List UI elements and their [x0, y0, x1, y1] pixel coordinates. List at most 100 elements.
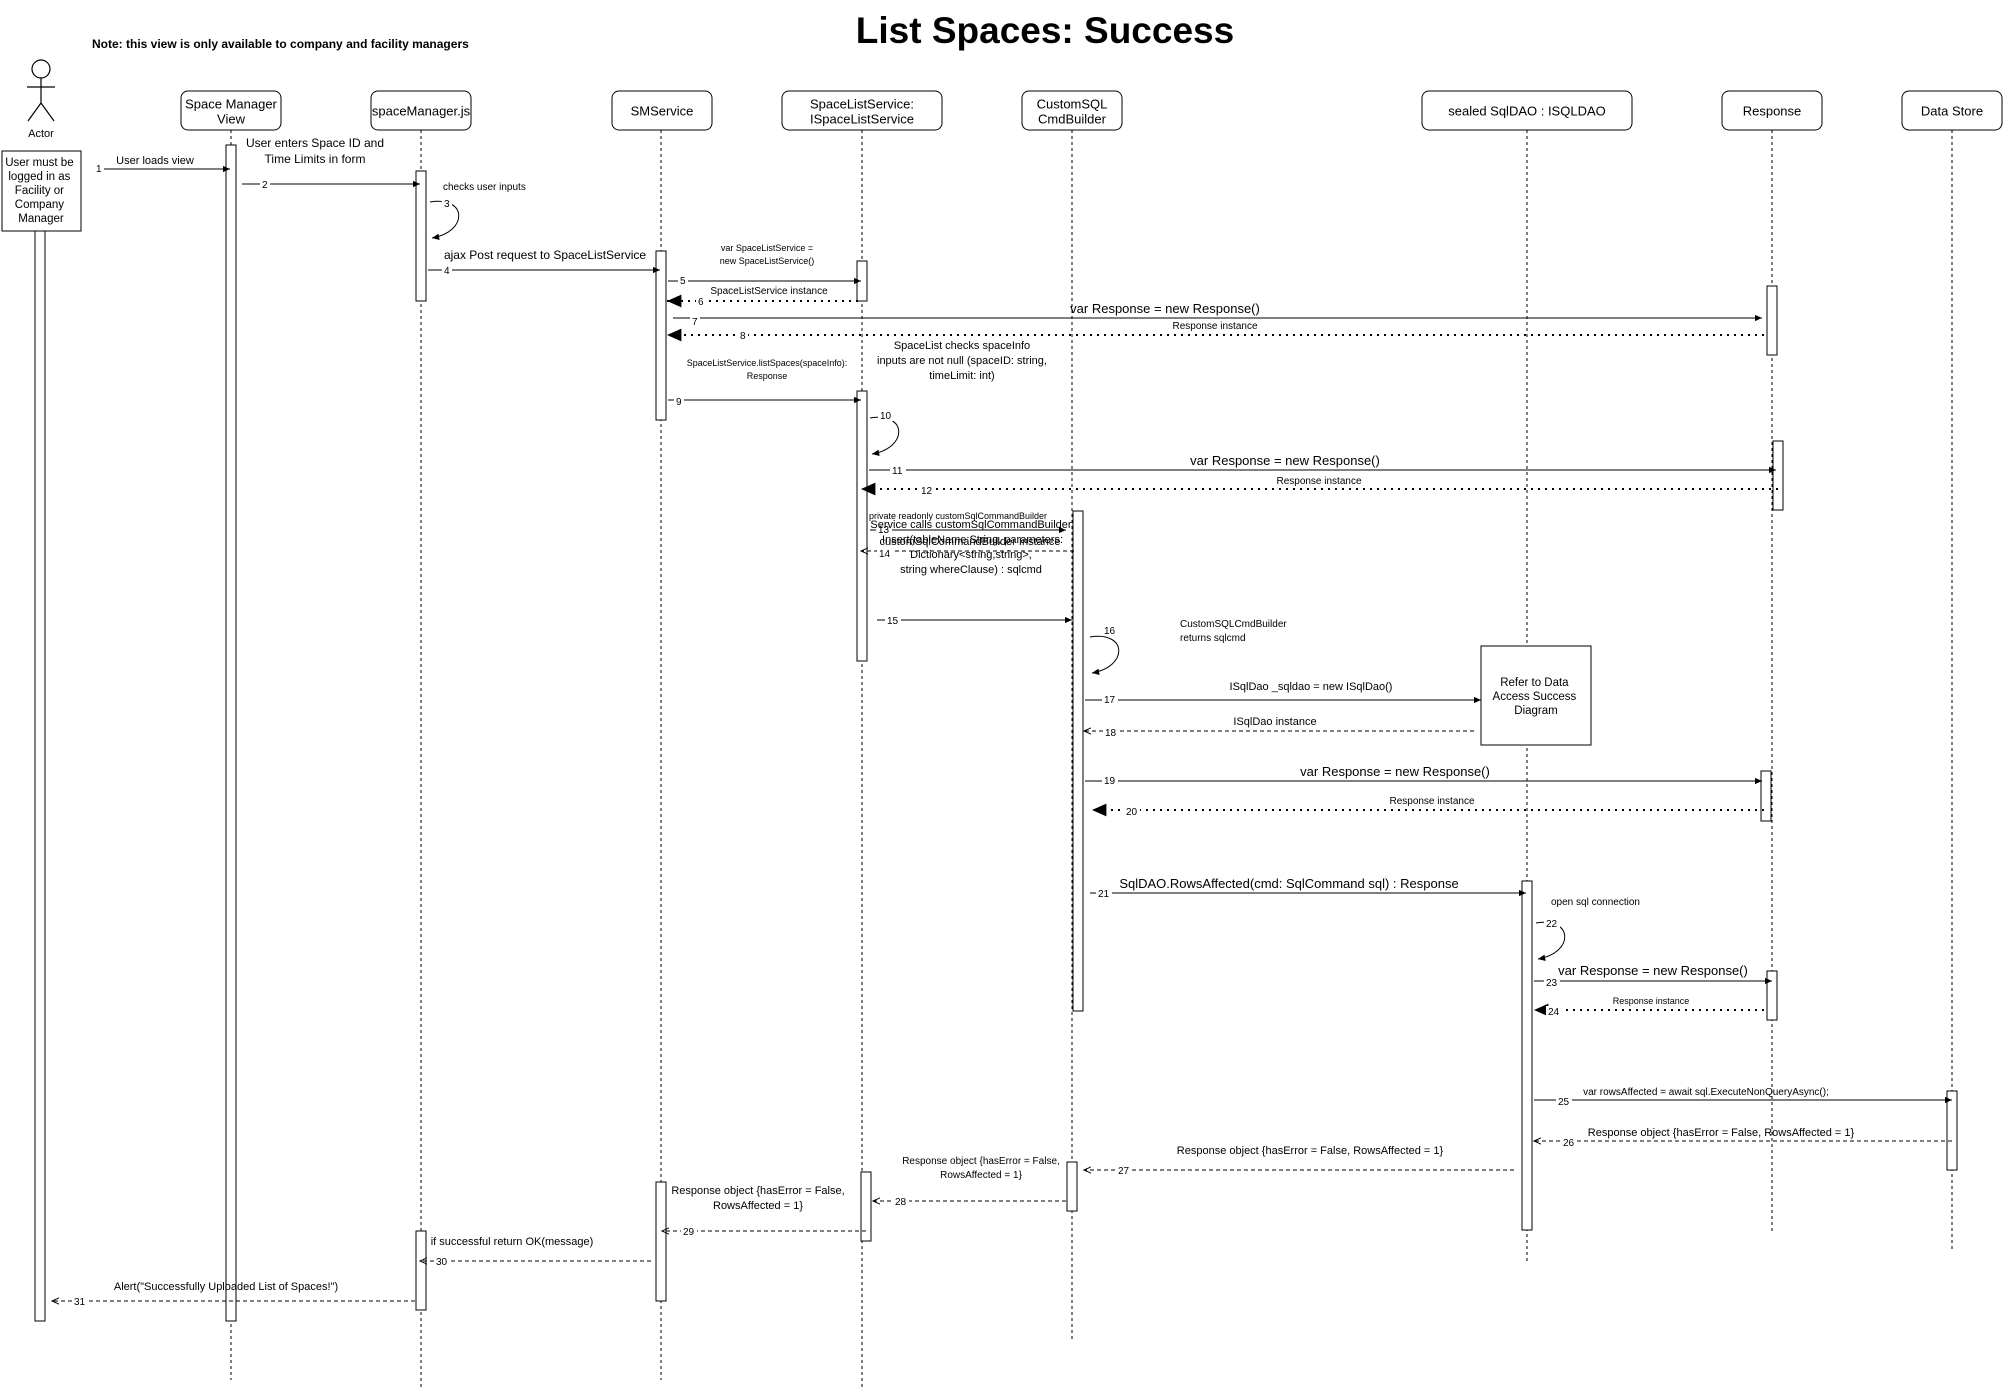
- participant-sms: SMService: [611, 90, 713, 131]
- ref-box-line: Diagram: [1514, 705, 1557, 717]
- message-label-line: CustomSQLCmdBuilder: [1180, 619, 1287, 630]
- message-18: 18 ISqlDao instance: [1084, 716, 1474, 739]
- message-label-line: Alert("Successfully Uploaded List of Spa…: [114, 1281, 338, 1293]
- message-label-line: RowsAffected = 1}: [713, 1200, 803, 1212]
- message-label: Response object {hasError = False, RowsA…: [1177, 1145, 1444, 1157]
- message-label: var Response = new Response(): [1190, 453, 1380, 468]
- message-label: ISqlDao instance: [1233, 716, 1316, 728]
- activation-sls: [856, 390, 868, 662]
- actor-figure: [27, 59, 55, 122]
- message-number: 4: [444, 266, 450, 277]
- access-note: Note: this view is only available to com…: [92, 37, 469, 51]
- message-label: Response object {hasError = False, RowsAf…: [902, 1156, 1060, 1181]
- participant-dao: sealed SqlDAO : ISQLDAO: [1421, 90, 1633, 131]
- message-number: 28: [895, 1197, 907, 1208]
- message-label: SqlDAO.RowsAffected(cmd: SqlCommand sql)…: [1119, 876, 1458, 891]
- message-number: 3: [444, 199, 450, 210]
- message-number: 24: [1548, 1007, 1560, 1018]
- constraint-line: Company: [15, 199, 64, 211]
- message-label: Service calls customSqlCommandBuilder.In…: [870, 519, 1071, 576]
- message-label-line: RowsAffected = 1}: [940, 1170, 1022, 1181]
- message-label-line: Response object {hasError = False, RowsA…: [1588, 1127, 1855, 1139]
- message-label: var Response = new Response(): [1300, 764, 1490, 779]
- message-number: 1: [96, 164, 102, 175]
- participant-label-line: CustomSQL: [1037, 97, 1108, 112]
- actor-constraint-box: User must be logged in as Facility or Co…: [1, 150, 82, 232]
- message-label: Response instance: [1389, 796, 1474, 807]
- message-label: Response instance: [1613, 996, 1690, 1006]
- message-label-line: var SpaceListService =: [721, 243, 813, 253]
- message-label: private readonly customSqlCommandBuilder: [869, 511, 1047, 521]
- message-label-line: var Response = new Response(): [1558, 963, 1748, 978]
- message-arrow: [869, 416, 900, 456]
- participant-label-line: Response: [1743, 104, 1802, 119]
- message-number: 18: [1105, 728, 1117, 739]
- message-label-line: checks user inputs: [443, 182, 526, 193]
- message-label: var Response = new Response(): [1558, 963, 1748, 978]
- message-label-line: User enters Space ID and: [246, 136, 384, 150]
- message-label-line: Response object {hasError = False,: [902, 1156, 1060, 1167]
- message-number: 14: [879, 549, 891, 560]
- message-number: 27: [1118, 1166, 1130, 1177]
- message-label-line: SpaceList checks spaceInfo: [894, 340, 1030, 352]
- message-label-line: Response instance: [1613, 996, 1690, 1006]
- message-label-line: SpaceListService instance: [710, 286, 828, 297]
- message-number: 23: [1546, 978, 1558, 989]
- message-label-line: returns sqlcmd: [1180, 633, 1246, 644]
- participant-label-line: View: [217, 112, 246, 127]
- message-label-line: Service calls customSqlCommandBuilder: [870, 519, 1071, 531]
- message-9: 9SpaceListService.listSpaces(spaceInfo):…: [668, 358, 861, 408]
- message-number: 6: [698, 297, 704, 308]
- message-label-line: string whereClause) : sqlcmd: [900, 564, 1042, 576]
- message-label-line: var Response = new Response(): [1300, 764, 1490, 779]
- message-label: var SpaceListService =new SpaceListServi…: [720, 243, 815, 266]
- message-label-line: private readonly customSqlCommandBuilder: [869, 511, 1047, 521]
- message-label: var Response = new Response(): [1070, 301, 1260, 316]
- message-4: 4 ajax Post request to SpaceListService: [428, 248, 660, 277]
- message-label: Alert("Successfully Uploaded List of Spa…: [114, 1281, 338, 1293]
- participant-label: Response: [1743, 104, 1802, 119]
- message-label-line: User loads view: [116, 155, 194, 167]
- message-number: 20: [1126, 807, 1138, 818]
- message-label: checks user inputs: [443, 182, 526, 193]
- message-number: 12: [921, 486, 933, 497]
- ref-box-line: Refer to Data: [1500, 677, 1569, 689]
- activation-csb: [1066, 1161, 1078, 1212]
- message-label: open sql connection: [1551, 897, 1640, 908]
- message-label-line: Response instance: [1172, 321, 1257, 332]
- participant-label-line: ISpaceListService: [810, 112, 914, 127]
- actor-label: Actor: [28, 128, 54, 140]
- message-number: 9: [676, 397, 682, 408]
- message-number: 8: [740, 331, 746, 342]
- message-label-line: ajax Post request to SpaceListService: [444, 248, 646, 262]
- activation-csb: [1072, 510, 1084, 1012]
- constraint-line: logged in as: [8, 171, 70, 183]
- message-label: ajax Post request to SpaceListService: [444, 248, 646, 262]
- participant-label-line: sealed SqlDAO : ISQLDAO: [1448, 104, 1606, 119]
- activation-sls: [860, 1171, 872, 1242]
- message-label: customSqlCommandBuilder Instance: [880, 536, 1061, 548]
- constraint-line: Manager: [18, 213, 64, 225]
- message-number: 10: [880, 411, 892, 422]
- participant-label-line: SMService: [631, 104, 694, 119]
- participant-label-line: Space Manager: [185, 97, 277, 112]
- message-20: 20 Response instance: [1092, 796, 1764, 818]
- activation-resp: [1772, 440, 1784, 511]
- participant-label-line: CmdBuilder: [1038, 112, 1107, 127]
- participant-label-line: spaceManager.js: [372, 104, 471, 119]
- activation-resp: [1760, 770, 1772, 822]
- svg-text:User must be logged in a: User must be logged in as Facility or Co…: [5, 157, 77, 225]
- ref-box-line: Access Success: [1493, 691, 1577, 703]
- message-arrow: [429, 200, 460, 240]
